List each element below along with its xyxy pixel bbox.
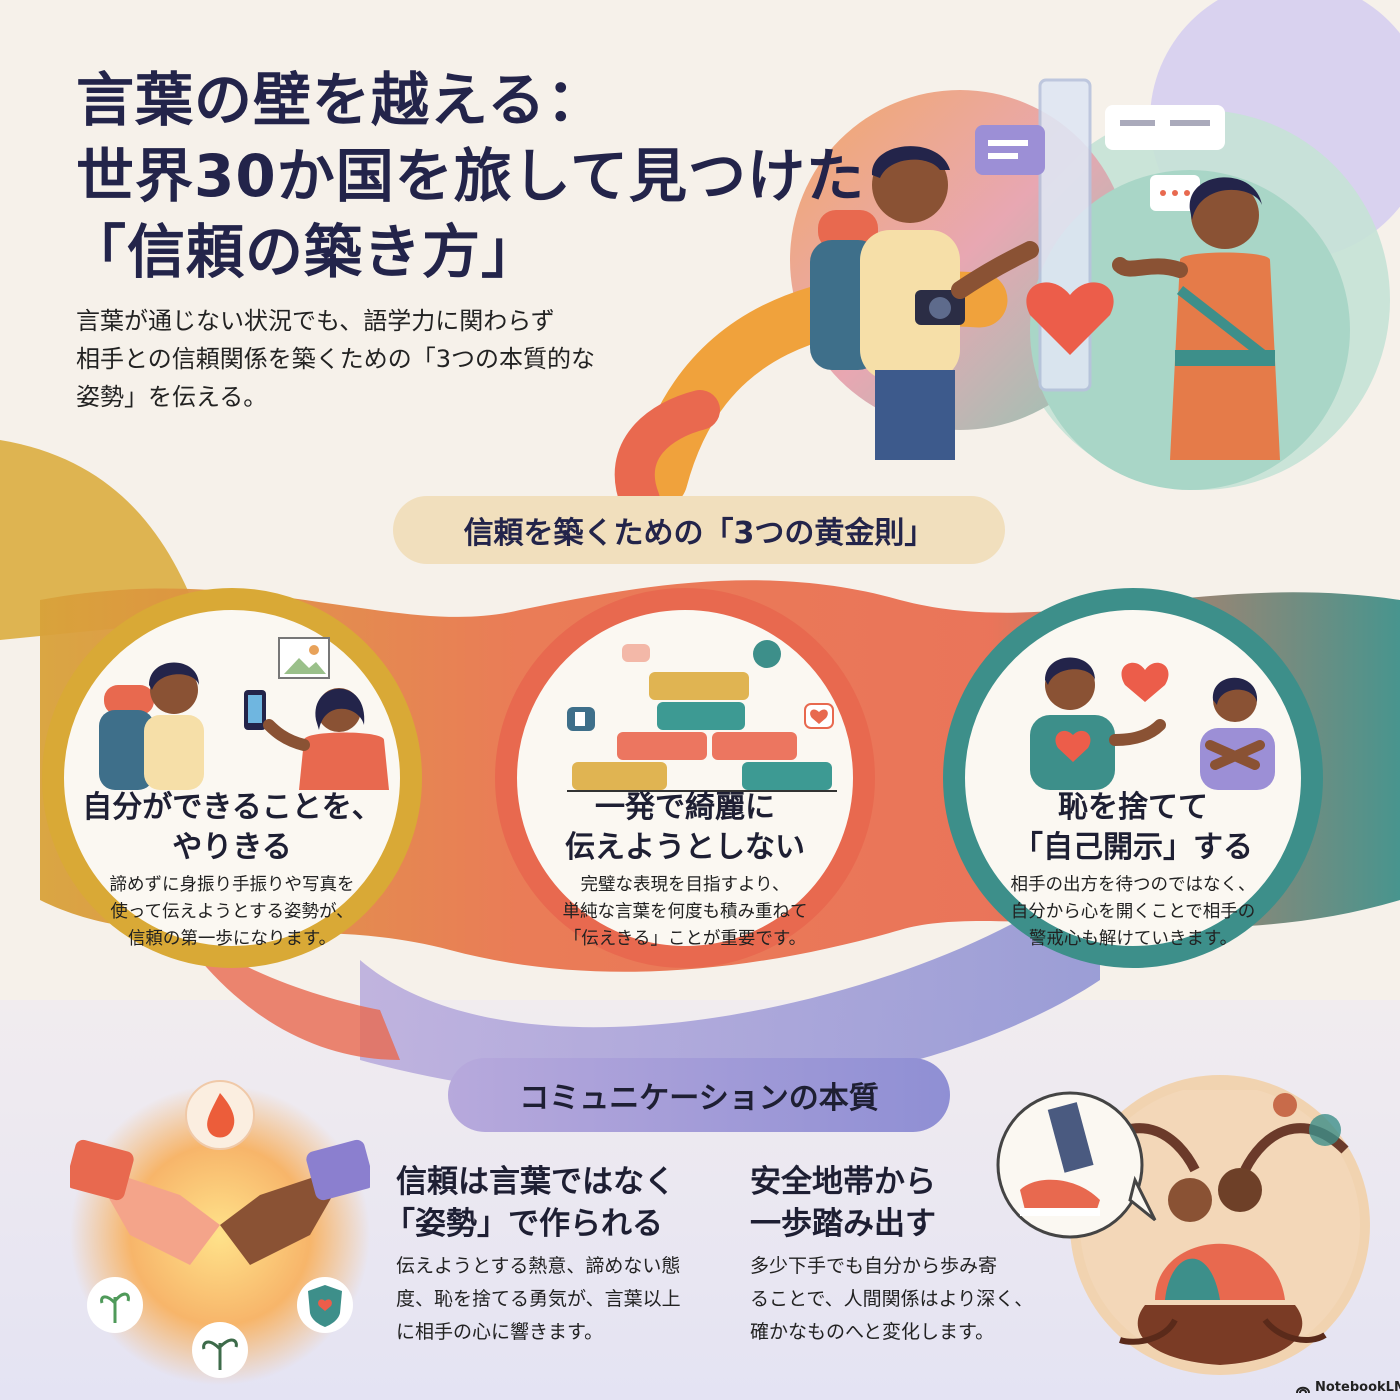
chat-bubble-icon <box>753 640 781 668</box>
self-disclosure-illustration <box>1030 657 1275 790</box>
rule-2-body-line-3: 「伝えきる」ことが重要です。 <box>563 929 807 949</box>
chat-bubble-icon <box>1150 175 1200 211</box>
sprout-icon <box>192 1322 248 1378</box>
lead-line-2: 相手との信頼関係を築くための「3つの本質的な <box>76 345 596 373</box>
lead-line-3: 姿勢」を伝える。 <box>76 383 268 411</box>
heart-icon <box>1121 662 1169 702</box>
essence-1-heading-line-2: 「姿勢」で作られる <box>384 1206 663 1242</box>
essence-2-body-line-2: ることで、人間関係はより深く、 <box>750 1288 1034 1310</box>
brand-name: NotebookLM <box>1315 1380 1400 1395</box>
essence-1-body-line-3: に相手の心に響きます。 <box>396 1321 604 1343</box>
brand-mark: NotebookLM <box>1296 1380 1400 1395</box>
rule-card-2: 一発で綺麗に 伝えようとしない 完璧な表現を目指すより、 単純な言葉を何度も積み… <box>495 588 875 968</box>
handshake-icon <box>70 1139 370 1265</box>
essence-2-body-line-3: 確かなものへと変化します。 <box>750 1321 995 1343</box>
rule-1-heading-line-2: やりきる <box>172 830 292 865</box>
rule-2-body-line-2: 単純な言葉を何度も積み重ねて <box>562 902 808 922</box>
building-blocks-illustration <box>567 640 837 792</box>
thumbs-up-icon <box>567 707 595 731</box>
notebooklm-logo-icon <box>1296 1386 1310 1393</box>
essence-1-body-line-1: 伝えようとする熱意、諦めない態 <box>396 1255 681 1277</box>
rules-section-label: 信頼を築くための「3つの黄金則」 <box>393 496 1005 564</box>
rule-3-body-line-2: 自分から心を開くことで相手の <box>1010 902 1256 922</box>
rule-1-body-line-3: 信頼の第一歩になります。 <box>127 929 337 949</box>
rule-1-body-line-1: 諦めずに身振り手振りや写真を <box>109 875 355 895</box>
shield-heart-icon <box>297 1277 353 1333</box>
essence-2-body-line-1: 多少下手でも自分から歩み寄 <box>750 1255 998 1277</box>
rule-2-heading-line-2: 伝えようとしない <box>565 830 805 865</box>
essence-section-label: コミュニケーションの本質 <box>448 1058 950 1132</box>
smartphone-icon <box>244 690 266 730</box>
page-title-line-2: 世界30か国を旅して見つけた <box>76 142 865 210</box>
photo-icon <box>278 637 330 679</box>
rule-1-heading-line-1: 自分ができることを、 <box>82 790 382 825</box>
page-title-line-1: 言葉の壁を越える： <box>76 66 606 134</box>
rule-2-body-line-1: 完璧な表現を目指すより、 <box>580 875 790 895</box>
gesture-illustration <box>99 637 389 790</box>
page-title-line-3: 「信頼の築き方」 <box>68 218 541 286</box>
heart-icon <box>804 703 834 729</box>
chat-bubble-icon <box>1105 105 1225 150</box>
rule-3-heading-line-2: 「自己開示」する <box>1013 830 1253 865</box>
chat-bubble-icon <box>975 125 1045 175</box>
rule-3-heading-line-1: 恥を捨てて <box>1058 790 1208 825</box>
heart-icon <box>1026 282 1114 355</box>
rule-card-3: 恥を捨てて 「自己開示」する 相手の出方を待つのではなく、 自分から心を開くこと… <box>943 588 1323 968</box>
essence-2-heading-line-2: 一歩踏み出す <box>750 1206 936 1242</box>
essence-2-heading-line-1: 安全地帯から <box>750 1164 936 1200</box>
chat-bubble-icon <box>622 644 650 662</box>
flame-icon <box>185 1080 255 1150</box>
lead-line-1: 言葉が通じない状況でも、語学力に関わらず <box>76 307 555 335</box>
essence-1-heading-line-1: 信頼は言葉ではなく <box>396 1164 675 1200</box>
camera-icon <box>915 290 965 325</box>
handshake-illustration <box>70 1080 370 1378</box>
traveller-illustration <box>810 78 1280 460</box>
essence-1-body-line-2: 度、恥を捨てる勇気が、言葉以上 <box>396 1288 681 1310</box>
rule-3-body-line-3: 警戒心も解けていきます。 <box>1028 929 1238 949</box>
tree-embrace-illustration <box>996 1090 1360 1365</box>
rule-3-body-line-1: 相手の出方を待つのではなく、 <box>1010 875 1256 895</box>
rule-2-heading-line-1: 一発で綺麗に <box>595 790 775 825</box>
sprout-icon <box>87 1277 143 1333</box>
rule-1-body-line-2: 使って伝えようとする姿勢が、 <box>110 902 354 922</box>
rule-card-1: 自分ができることを、 やりきる 諦めずに身振り手振りや写真を 使って伝えようとす… <box>42 588 422 968</box>
